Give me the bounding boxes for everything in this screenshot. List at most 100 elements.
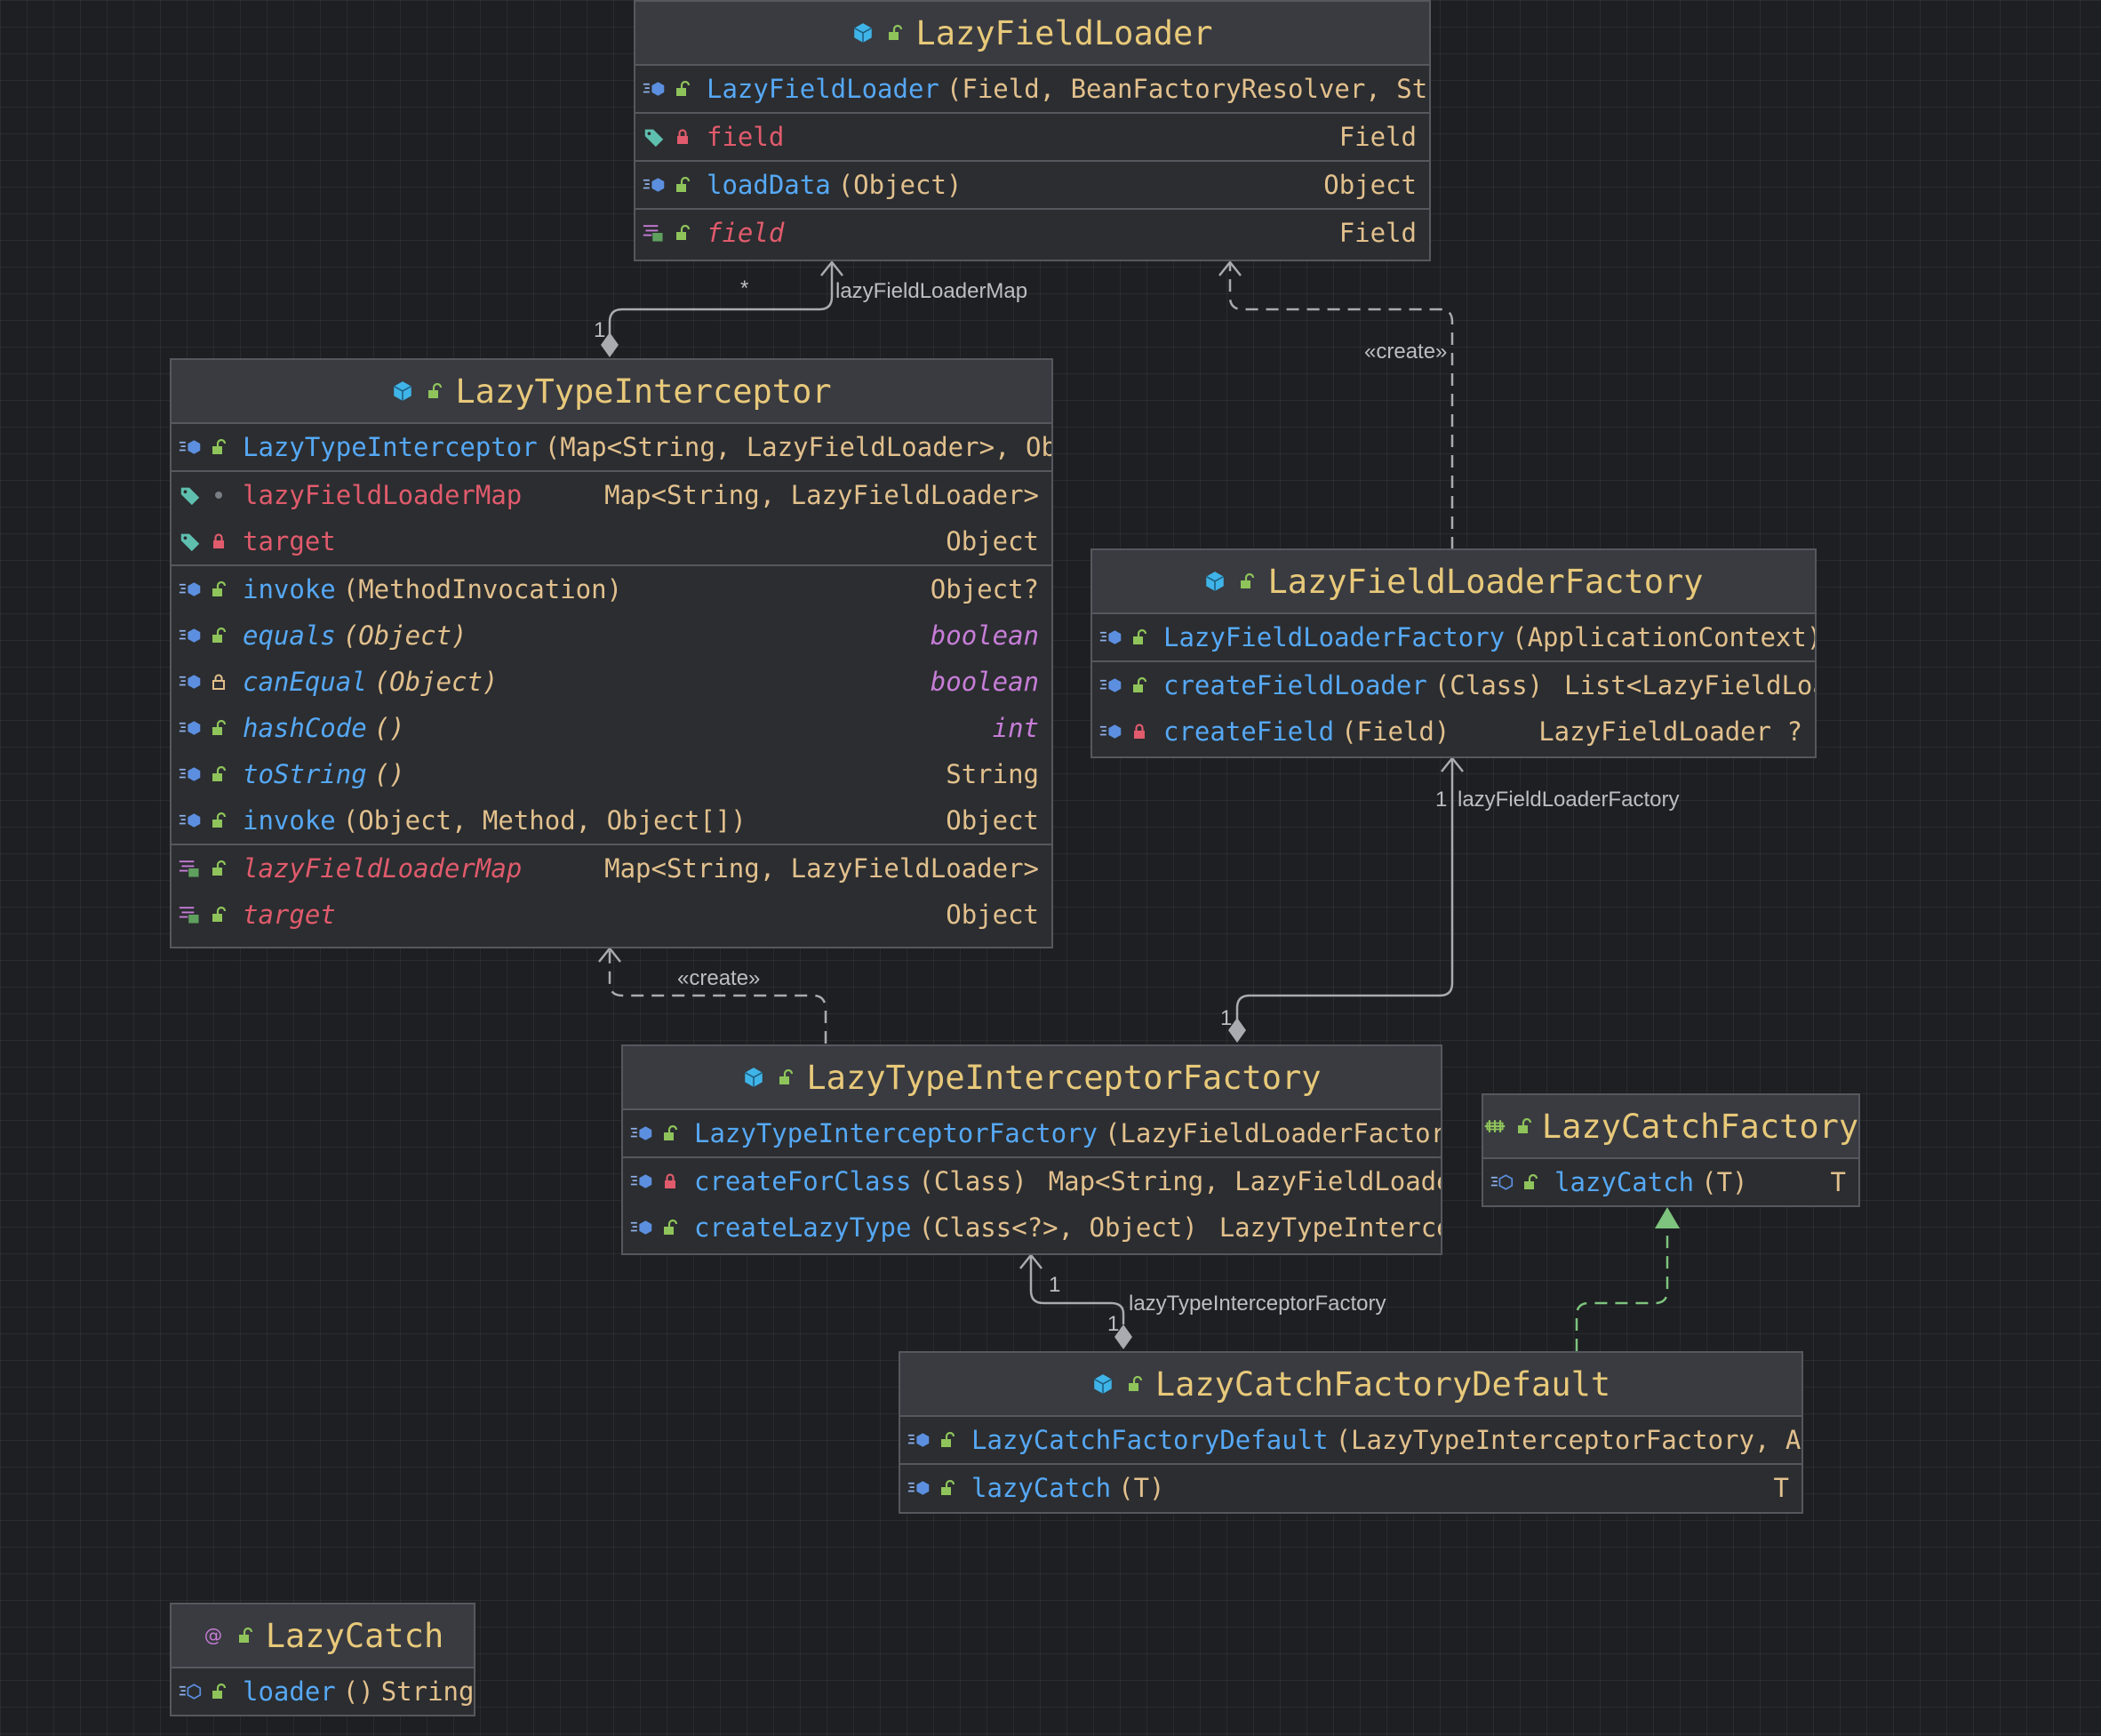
edge-lazy-type-interceptor-factory [1029, 1255, 1125, 1324]
method-row[interactable]: loader () String [172, 1668, 474, 1715]
public-lock-icon [659, 1122, 682, 1145]
member-name: LazyFieldLoaderFactory [1163, 622, 1506, 652]
method-row[interactable]: createLazyType (Class<?>, Object) LazyTy… [623, 1204, 1441, 1251]
method-row[interactable]: lazyCatch (T) T [1483, 1159, 1858, 1205]
annotation-lazy-catch[interactable]: @ LazyCatch loader () String [170, 1603, 475, 1716]
member-name: toString [243, 759, 367, 789]
public-lock-icon [659, 1216, 682, 1239]
edge-label-map-role: lazyFieldLoaderMap [835, 279, 1028, 303]
methods-section: lazyCatch (T) T [1483, 1159, 1858, 1205]
class-icon [742, 1066, 765, 1089]
method-icon [179, 578, 202, 601]
class-lazy-field-loader[interactable]: LazyFieldLoader LazyFieldLoader (Field, … [634, 0, 1431, 261]
field-row[interactable]: field Field [635, 114, 1429, 160]
constructors-section: LazyTypeInterceptor (Map<String, LazyFie… [172, 424, 1051, 472]
constructor-row[interactable]: LazyFieldLoader (Field, BeanFactoryResol… [635, 66, 1429, 112]
member-type: Object [946, 526, 1039, 556]
member-params: (Object) [342, 620, 467, 651]
property-row[interactable]: field Field [635, 210, 1429, 256]
method-icon [1099, 674, 1122, 697]
member-type: Map<String, LazyFieldLoader> [604, 853, 1039, 884]
public-lock-icon [207, 578, 230, 601]
constructor-row[interactable]: LazyTypeInterceptorFactory (LazyFieldLoa… [623, 1110, 1441, 1156]
class-header[interactable]: @ LazyCatch [172, 1604, 474, 1668]
class-header[interactable]: LazyFieldLoaderFactory [1092, 550, 1815, 614]
member-name: invoke [243, 805, 336, 836]
member-name: lazyFieldLoaderMap [243, 853, 523, 884]
class-lazy-catch-factory-default[interactable]: LazyCatchFactoryDefault LazyCatchFactory… [899, 1351, 1803, 1514]
edge-create-interceptor [608, 948, 827, 1044]
member-name: loadData [707, 170, 831, 200]
class-header[interactable]: LazyTypeInterceptorFactory [623, 1046, 1441, 1110]
member-type: T [1830, 1167, 1846, 1197]
method-row[interactable]: createFieldLoader (Class) List<LazyField… [1092, 662, 1815, 708]
method-row[interactable]: lazyCatch (T) T [900, 1465, 1801, 1511]
member-type: List<LazyFieldLoader> [1564, 670, 1815, 700]
edge-realization [1575, 1227, 1669, 1351]
member-type: Field [1338, 122, 1417, 152]
public-lock-icon [883, 21, 907, 44]
method-row[interactable]: createForClass (Class) Map<String, LazyF… [623, 1158, 1441, 1204]
method-row[interactable]: loadData (Object) Object [635, 162, 1429, 208]
member-type: T [1773, 1473, 1789, 1503]
interface-lazy-catch-factory[interactable]: LazyCatchFactory lazyCatch (T) T [1482, 1093, 1860, 1207]
field-row[interactable]: target Object [172, 518, 1051, 564]
edge-label-factory-target-mult: 1 [1435, 788, 1448, 812]
property-icon [643, 221, 666, 244]
class-lazy-type-interceptor[interactable]: LazyTypeInterceptor LazyTypeInterceptor … [170, 358, 1053, 948]
method-row[interactable]: createField (Field) LazyFieldLoader ? [1092, 708, 1815, 755]
public-lock-icon [1515, 1115, 1533, 1138]
method-icon [179, 763, 202, 786]
member-params: (LazyTypeInterceptorFactory, Applicat [1335, 1425, 1801, 1455]
member-type: LazyFieldLoader ? [1538, 716, 1802, 747]
method-icon [179, 436, 202, 459]
methods-section: lazyCatch (T) T [900, 1465, 1801, 1511]
method-row[interactable]: invoke (Object, Method, Object[]) Object [172, 797, 1051, 844]
edge-label-create-2: «create» [677, 966, 761, 990]
method-row[interactable]: invoke (MethodInvocation) Object? [172, 566, 1051, 612]
method-row[interactable]: equals (Object) boolean [172, 612, 1051, 659]
interface-icon [1483, 1115, 1506, 1138]
method-icon [907, 1428, 931, 1452]
member-type: Map<String, LazyFieldLoader> [604, 480, 1039, 510]
member-type: Object [946, 900, 1039, 930]
method-row[interactable]: hashCode () int [172, 705, 1051, 751]
constructor-row[interactable]: LazyCatchFactoryDefault (LazyTypeInterce… [900, 1417, 1801, 1463]
class-header[interactable]: LazyTypeInterceptor [172, 360, 1051, 424]
class-icon [1091, 1372, 1114, 1396]
member-name: lazyCatch [971, 1473, 1112, 1503]
class-title: LazyCatchFactoryDefault [1154, 1364, 1611, 1404]
class-header[interactable]: LazyFieldLoader [635, 2, 1429, 66]
member-type: Map<String, LazyFieldLoader> [1048, 1166, 1442, 1196]
member-params: (Object) [837, 170, 963, 200]
edge-create-interceptor-arrowhead [598, 946, 621, 963]
constructor-row[interactable]: LazyFieldLoaderFactory (ApplicationConte… [1092, 614, 1815, 660]
method-row[interactable]: canEqual (Object) boolean [172, 659, 1051, 705]
member-name: loader [243, 1676, 336, 1707]
member-name: createLazyType [694, 1212, 912, 1243]
public-lock-icon [1128, 626, 1151, 649]
class-lazy-type-interceptor-factory[interactable]: LazyTypeInterceptorFactory LazyTypeInter… [621, 1044, 1442, 1255]
class-header[interactable]: LazyCatchFactory [1483, 1095, 1858, 1159]
method-icon [630, 1122, 653, 1145]
member-type: String [380, 1676, 475, 1707]
member-params: (Class) [1434, 670, 1544, 700]
class-icon [1203, 570, 1226, 593]
class-header[interactable]: LazyCatchFactoryDefault [900, 1353, 1801, 1417]
class-lazy-field-loader-factory[interactable]: LazyFieldLoaderFactory LazyFieldLoaderFa… [1090, 548, 1817, 758]
member-name: field [707, 122, 785, 152]
constructors-section: LazyTypeInterceptorFactory (LazyFieldLoa… [623, 1110, 1441, 1158]
edge-map-diamond [601, 332, 619, 357]
field-row[interactable]: lazyFieldLoaderMap Map<String, LazyField… [172, 472, 1051, 518]
member-type: int [992, 713, 1039, 743]
edge-create-field-loader-arrowhead [1218, 260, 1242, 276]
property-row[interactable]: lazyFieldLoaderMap Map<String, LazyField… [172, 845, 1051, 892]
property-icon [179, 857, 202, 880]
public-lock-icon [671, 77, 694, 100]
member-type: LazyTypeInterceptor [1218, 1212, 1441, 1243]
private-lock-icon [1128, 720, 1151, 743]
property-row[interactable]: target Object [172, 892, 1051, 938]
constructor-row[interactable]: LazyTypeInterceptor (Map<String, LazyFie… [172, 424, 1051, 470]
edge-interceptor-factory-arrowhead [1019, 1252, 1043, 1269]
method-row[interactable]: toString () String [172, 751, 1051, 797]
